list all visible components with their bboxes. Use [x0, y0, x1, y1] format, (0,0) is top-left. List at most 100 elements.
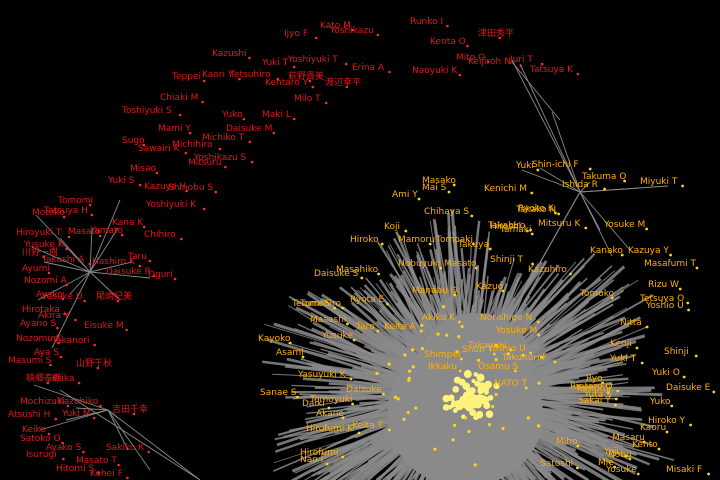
inner-node — [325, 462, 329, 466]
inner-node — [645, 325, 649, 329]
core-node — [475, 411, 484, 419]
outer-node-label: Ayako S — [46, 443, 82, 453]
inner-node-label: Chihaya S — [424, 207, 469, 217]
inner-node — [539, 355, 544, 359]
inner-node-label: Shinji T — [490, 255, 523, 265]
graph-edge — [89, 227, 119, 273]
outer-node — [248, 56, 251, 60]
outer-node — [47, 271, 51, 275]
inner-node-label: Kento — [632, 440, 658, 450]
outer-node-label: Keijiroh N — [468, 57, 511, 67]
graph-edge — [89, 271, 151, 279]
outer-node — [576, 72, 580, 76]
outer-node — [59, 355, 63, 359]
inner-node-label: Ryota E — [350, 295, 384, 305]
core-node — [471, 379, 476, 384]
inner-node — [360, 276, 364, 280]
outer-node — [90, 213, 94, 217]
inner-node-label: Osamu S — [478, 362, 519, 372]
outer-node-label: Yoshiyuki T — [287, 55, 338, 65]
core-node — [473, 372, 479, 377]
outer-node — [62, 215, 66, 219]
outer-node — [292, 117, 296, 121]
inner-node — [382, 392, 385, 396]
outer-node — [82, 450, 85, 454]
inner-node — [288, 341, 292, 345]
core-node — [452, 386, 460, 393]
outer-node — [311, 85, 315, 89]
inner-node — [414, 406, 418, 410]
outer-node — [46, 381, 50, 385]
outer-node-label: Mitsuru — [188, 158, 222, 168]
outer-node — [458, 73, 462, 77]
outer-node-label: Nozomi A — [24, 276, 68, 286]
inner-node-label: Satoshi — [540, 459, 573, 469]
outer-node-label: Milo T — [294, 94, 321, 104]
inner-node-label: Shinji — [664, 347, 689, 357]
inner-node — [408, 369, 412, 373]
outer-node-label: Keiko — [22, 425, 46, 435]
inner-node — [476, 358, 481, 362]
inner-node-label: Yuki O — [651, 368, 680, 378]
core-node — [463, 370, 472, 379]
inner-node-label: Hiroko — [350, 235, 379, 245]
graph-edge — [31, 246, 91, 273]
inner-node-label: Nao I — [300, 455, 323, 465]
outer-node-label: Atsushi H — [8, 410, 50, 420]
inner-node-label: Nitta — [620, 318, 642, 328]
inner-node-label: Ami Y — [392, 190, 418, 200]
inner-node — [457, 335, 461, 339]
outer-node-label: Nozomu K — [16, 334, 63, 344]
inner-node-label: Takayuki — [467, 341, 507, 351]
outer-node — [132, 412, 136, 416]
inner-node — [531, 262, 534, 266]
inner-node-label: Asami — [276, 348, 304, 358]
inner-node-label: Shin-ichi F — [532, 160, 579, 170]
outer-node-label: Mito O — [456, 53, 485, 63]
inner-node-label: Taro — [355, 322, 375, 332]
inner-node — [451, 438, 455, 442]
inner-node-label: Miho — [556, 437, 578, 447]
outer-node-label: Hiroyuki T — [16, 228, 62, 238]
inner-node — [387, 362, 391, 366]
inner-node-label: Tomoaki — [435, 235, 473, 245]
outer-node-label: Yoshiyuki K — [145, 200, 197, 210]
core-node — [485, 410, 494, 418]
outer-node-label: Aya S — [34, 348, 59, 358]
outer-node-label: Takanori — [51, 336, 90, 346]
inner-node — [642, 440, 646, 444]
inner-node — [474, 266, 478, 270]
inner-node — [553, 360, 557, 364]
outer-node — [350, 28, 354, 32]
core-node — [487, 394, 494, 401]
outer-node — [142, 225, 146, 229]
inner-node — [601, 381, 604, 385]
outer-node-label: Yuki M — [61, 409, 91, 419]
inner-node — [488, 247, 492, 251]
outer-node-label: Yusuke K — [23, 240, 65, 250]
outer-node — [126, 476, 129, 480]
outer-node-label: Hashiro K — [92, 257, 136, 267]
inner-node — [407, 376, 411, 380]
outer-node — [324, 101, 328, 105]
inner-node-label: Yusuke — [321, 331, 353, 341]
inner-node — [352, 338, 356, 342]
outer-node — [96, 366, 100, 370]
outer-node — [56, 326, 59, 330]
inner-node-label: Yosuke — [605, 465, 637, 475]
outer-node-label: Hitomi S — [56, 464, 94, 474]
inner-node — [346, 322, 349, 326]
graph-edge — [89, 271, 121, 301]
inner-node-label: Kazuo — [476, 282, 504, 292]
inner-node-label: Sakai Y — [578, 396, 611, 406]
inner-node-label: Mie — [598, 458, 614, 468]
outer-node — [188, 131, 192, 135]
inner-node — [636, 472, 640, 476]
inner-node — [375, 371, 379, 375]
inner-node-label: Ishida R — [562, 180, 598, 190]
inner-node-label: Hirofumi — [300, 448, 338, 458]
inner-node — [635, 346, 639, 350]
graph-edge — [107, 409, 201, 480]
inner-node-label: NATO T — [494, 379, 528, 389]
outer-node-label: Tatsuya H — [43, 206, 88, 216]
